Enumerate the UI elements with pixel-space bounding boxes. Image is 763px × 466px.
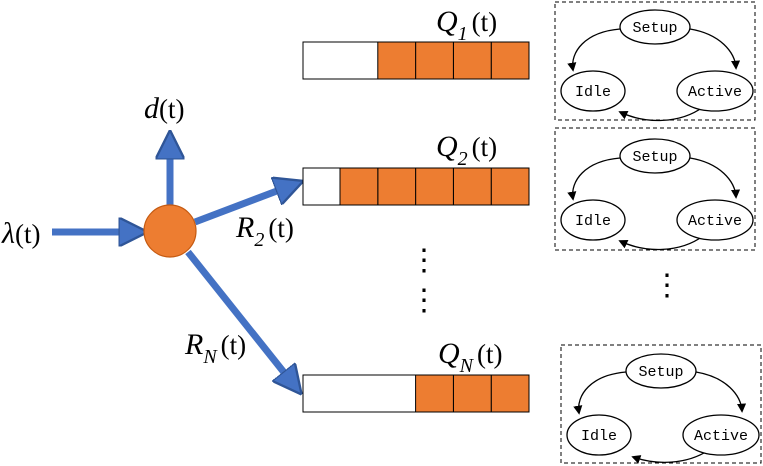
state-machine-2: Setup Idle Active: [554, 127, 756, 251]
queue-cell: [452, 41, 492, 80]
state-machine-n: Setup Idle Active: [560, 344, 762, 464]
queue-cell: [415, 374, 454, 413]
queue-cell: [490, 374, 530, 413]
state-setup: [625, 353, 697, 389]
svg-text:RN(t): RN(t): [184, 328, 246, 368]
queue-2: Q2(t): [302, 130, 530, 206]
queue-1-label: Q1(t): [436, 5, 497, 45]
svg-text:Active: Active: [688, 84, 742, 101]
state-active: [676, 199, 754, 241]
state-idle: [566, 414, 632, 456]
r2-label: R2(t): [235, 211, 294, 251]
state-setup: [619, 9, 691, 45]
svg-text:Idle: Idle: [581, 428, 617, 445]
state-idle: [560, 199, 626, 241]
lambda-label: λ(t): [1, 217, 40, 250]
route-2-arrow: [193, 183, 298, 226]
flow-arrows: [52, 136, 298, 390]
queue-n-label: QN(t): [438, 337, 503, 377]
svg-text:Setup: Setup: [632, 149, 677, 166]
ellipsis-upper: ⋮: [409, 244, 439, 277]
queue-cell: [490, 167, 530, 206]
queue-2-label: Q2(t): [436, 130, 497, 170]
queue-cell: [377, 41, 417, 80]
ellipsis-right: ⋮: [652, 269, 682, 302]
queue-cell: [490, 41, 530, 80]
queue-cell: [415, 41, 454, 80]
state-active: [676, 70, 754, 112]
state-idle: [560, 70, 626, 112]
svg-text:Active: Active: [688, 213, 742, 230]
queue-n: QN(t): [302, 337, 530, 413]
queue-2-cells: [339, 167, 530, 206]
queue-1-cells: [377, 41, 530, 80]
svg-text:d(t): d(t): [144, 92, 184, 125]
svg-text:λ(t): λ(t): [1, 217, 40, 250]
router-node: [143, 204, 197, 258]
state-machine-frame: [560, 344, 762, 464]
state-machine-1: Setup Idle Active: [554, 1, 756, 122]
svg-text:R2(t): R2(t): [235, 211, 294, 251]
svg-text:Idle: Idle: [575, 213, 611, 230]
rn-label: RN(t): [184, 328, 246, 368]
queue-cell: [452, 374, 492, 413]
svg-text:Setup: Setup: [638, 364, 683, 381]
queue-n-cells: [415, 374, 530, 413]
queue-cell: [339, 167, 379, 206]
queue-cell: [415, 167, 454, 206]
ellipsis-lower: ⋮: [409, 284, 439, 317]
svg-text:Setup: Setup: [632, 20, 677, 37]
queue-cell: [452, 167, 492, 206]
queue-1: Q1(t): [302, 5, 530, 80]
svg-text:Active: Active: [694, 428, 748, 445]
state-setup: [619, 138, 691, 174]
state-active: [682, 414, 760, 456]
d-label: d(t): [144, 92, 184, 125]
svg-text:Idle: Idle: [575, 84, 611, 101]
queue-cell: [377, 167, 417, 206]
state-machine-frame: [554, 1, 756, 121]
route-n-arrow: [185, 249, 298, 390]
